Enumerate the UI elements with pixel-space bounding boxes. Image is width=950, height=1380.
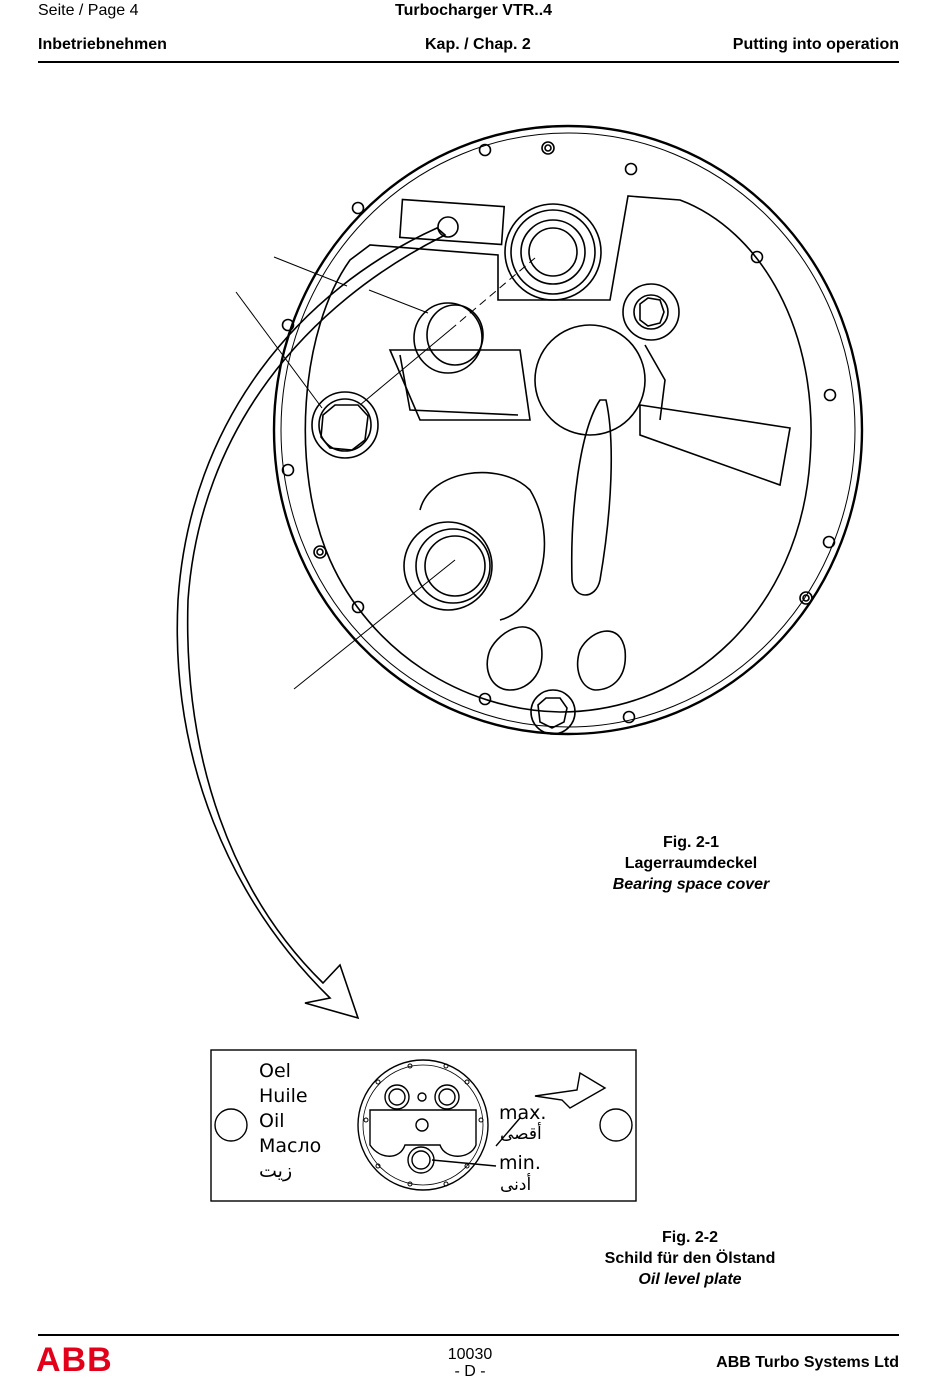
footer-document-number: 10030 [420, 1346, 520, 1363]
footer-revision: - D - [420, 1363, 520, 1380]
plate-label-arabic: زيت [259, 1159, 321, 1184]
hex-plug-left [312, 392, 378, 458]
plate-min-label: min. [499, 1152, 541, 1174]
figure-2-2-number: Fig. 2-2 [580, 1227, 800, 1248]
plate-label-french: Huile [259, 1084, 321, 1109]
pointer-arrow [177, 228, 445, 1018]
plate-detail [438, 217, 458, 237]
footer-document-block: 10030 - D - [420, 1346, 520, 1380]
cover-bottom-bosses [487, 627, 625, 690]
footer-company-name: ABB Turbo Systems Ltd [716, 1354, 899, 1372]
plate-min-arabic: أدنى [500, 1175, 531, 1195]
plate-label-german: Oel [259, 1059, 321, 1084]
plate-max-label: max. [499, 1102, 546, 1124]
figure-2-1-title-en: Bearing space cover [580, 874, 802, 895]
figure-2-2-title-en: Oil level plate [580, 1269, 800, 1290]
figure-2-2-caption: Fig. 2-2 Schild für den Ölstand Oil leve… [580, 1227, 800, 1290]
footer-rule [38, 1334, 899, 1336]
figure-2-1-caption: Fig. 2-1 Lagerraumdeckel Bearing space c… [580, 832, 802, 895]
abb-logo: ABB [36, 1343, 113, 1377]
figure-2-2-title-de: Schild für den Ölstand [580, 1248, 800, 1269]
cover-inner-face [305, 196, 811, 712]
plate-label-russian: Масло [259, 1134, 321, 1159]
plate-max-arabic: أقصى [500, 1124, 542, 1144]
hex-plug-upper-right [623, 284, 679, 340]
oil-sight-glass-upper [505, 204, 601, 300]
figure-2-1-number: Fig. 2-1 [580, 832, 802, 853]
figure-2-1-title-de: Lagerraumdeckel [580, 853, 802, 874]
plate-oil-labels: Oel Huile Oil Масло زيت [259, 1059, 321, 1184]
cover-ribs [390, 325, 790, 595]
gasket-ring [414, 303, 483, 373]
oil-sight-glass-lower [404, 473, 544, 620]
plate-label-english: Oil [259, 1109, 321, 1134]
